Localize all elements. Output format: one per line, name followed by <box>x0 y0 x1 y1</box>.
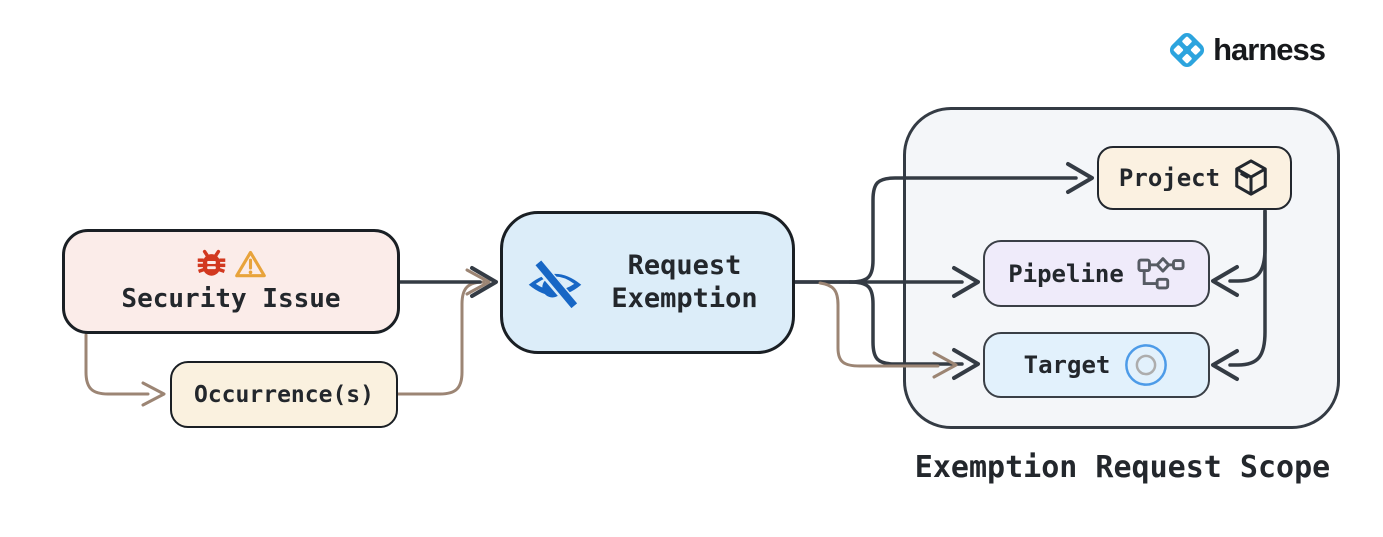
node-request-exemption: Request Exemption <box>500 211 795 354</box>
edge-occurrences-to-request-exemption <box>396 268 491 396</box>
brand-name: harness <box>1213 32 1326 67</box>
scope-title: Exemption Request Scope <box>914 450 1331 485</box>
node-project: Project <box>1097 146 1292 210</box>
target-icon <box>1125 344 1168 386</box>
node-pipeline: Pipeline <box>983 240 1210 307</box>
security-issue-icons <box>196 249 267 280</box>
request-exemption-label: Request Exemption <box>611 250 758 314</box>
bug-icon <box>197 249 225 276</box>
warning-icon <box>234 250 266 278</box>
eye-slash-icon <box>528 256 581 308</box>
edge-security-issue-to-request-exemption <box>398 266 498 298</box>
node-occurrences: Occurrence(s) <box>170 361 398 428</box>
harness-logo-icon <box>1170 32 1205 68</box>
occurrences-label: Occurrence(s) <box>193 381 374 408</box>
cube-icon <box>1235 159 1267 196</box>
harness-logo: harness <box>1165 28 1326 72</box>
security-issue-label: Security Issue <box>121 284 341 314</box>
pipeline-icon <box>1137 257 1185 290</box>
node-security-issue: Security Issue <box>62 229 400 334</box>
edge-security-issue-to-occurrences <box>84 333 166 407</box>
target-label: Target <box>1023 351 1111 379</box>
project-label: Project <box>1118 164 1221 192</box>
pipeline-label: Pipeline <box>1008 259 1124 288</box>
node-target: Target <box>983 332 1210 398</box>
